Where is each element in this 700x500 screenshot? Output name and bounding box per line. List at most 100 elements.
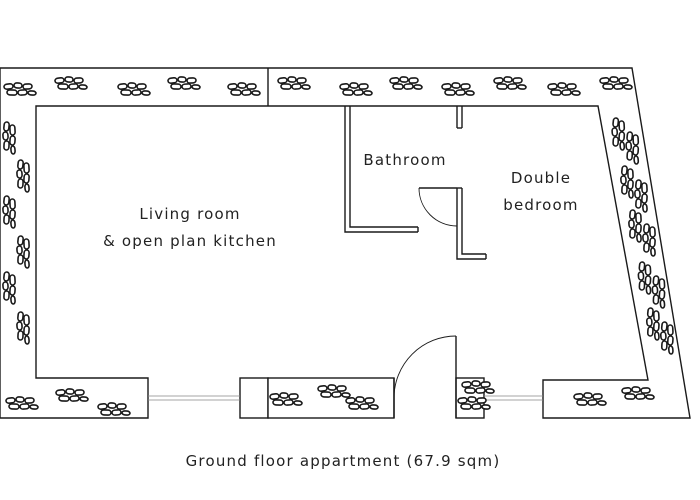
stone [10, 145, 16, 155]
stone [3, 140, 10, 151]
stone [68, 83, 79, 90]
stone [16, 321, 23, 331]
stone [623, 84, 633, 90]
stone [24, 259, 30, 269]
stone [17, 235, 24, 246]
stone [22, 83, 33, 90]
stone [660, 340, 668, 351]
stone [471, 380, 481, 387]
stone [408, 77, 419, 84]
stone [287, 76, 297, 83]
stone [120, 89, 132, 96]
stone [27, 90, 37, 96]
stone [660, 321, 668, 332]
stone [612, 117, 620, 128]
stone [355, 396, 365, 403]
stone [597, 400, 607, 406]
stone [317, 385, 328, 392]
stone [629, 228, 636, 239]
stone [55, 389, 66, 396]
stone [659, 331, 667, 341]
stone [23, 238, 30, 250]
stone [642, 203, 648, 213]
stone [131, 89, 142, 96]
stone [23, 325, 30, 336]
stone [69, 395, 80, 402]
stone [638, 261, 646, 272]
stone [455, 89, 466, 96]
stone [612, 136, 620, 147]
stone [291, 83, 302, 90]
stone [512, 77, 523, 84]
stone [2, 205, 9, 215]
stone [177, 76, 187, 83]
stone [583, 392, 593, 399]
stone [58, 395, 70, 402]
stone [451, 82, 461, 89]
bathroom-door [418, 187, 458, 227]
stone [24, 183, 30, 193]
stone [16, 245, 23, 255]
living-room-label-line1: Living room [139, 205, 240, 223]
stone [8, 403, 20, 410]
stone [10, 295, 16, 305]
stone [283, 399, 294, 406]
stone [79, 396, 89, 402]
stone [191, 84, 201, 90]
stone [641, 182, 648, 194]
stone [441, 83, 452, 90]
stone [602, 83, 614, 90]
bathroom-label: Bathroom [363, 151, 446, 169]
stone [19, 403, 30, 410]
bottom-wall-block-left [239, 377, 269, 419]
stone [627, 168, 634, 180]
stone [566, 83, 577, 90]
stone [78, 84, 88, 90]
stone [24, 397, 35, 404]
stone [17, 178, 24, 189]
stone [587, 399, 598, 406]
outer-wall [0, 67, 691, 419]
stone [475, 387, 486, 394]
stone [652, 321, 660, 332]
stone [57, 83, 69, 90]
stone [645, 317, 653, 327]
stone [652, 310, 660, 322]
stone [280, 83, 292, 90]
stone [107, 402, 117, 409]
stone [65, 388, 75, 395]
stone [348, 403, 360, 410]
stone [635, 212, 642, 224]
stone [341, 392, 351, 398]
stone [17, 330, 24, 341]
stone [618, 120, 626, 132]
stone [111, 409, 122, 416]
stone [141, 90, 151, 96]
stone [237, 82, 247, 89]
stone [561, 89, 572, 96]
stone [136, 83, 147, 90]
stone [16, 169, 23, 179]
stone [658, 289, 666, 300]
stone [599, 77, 610, 84]
stone [251, 90, 261, 96]
stone [653, 331, 660, 341]
stone [246, 83, 257, 90]
stone [241, 89, 252, 96]
stone [327, 384, 337, 391]
stone [23, 314, 30, 326]
partition-wall [456, 106, 487, 260]
stone [444, 89, 456, 96]
stone [465, 90, 475, 96]
stone [121, 410, 131, 416]
stone [666, 335, 674, 346]
bedroom-label-line2: bedroom [503, 196, 578, 214]
stone [97, 403, 108, 410]
stone [100, 409, 112, 416]
stone [460, 403, 472, 410]
stone [399, 76, 409, 83]
stone [633, 155, 640, 165]
stone [3, 83, 14, 90]
stone [634, 179, 642, 190]
